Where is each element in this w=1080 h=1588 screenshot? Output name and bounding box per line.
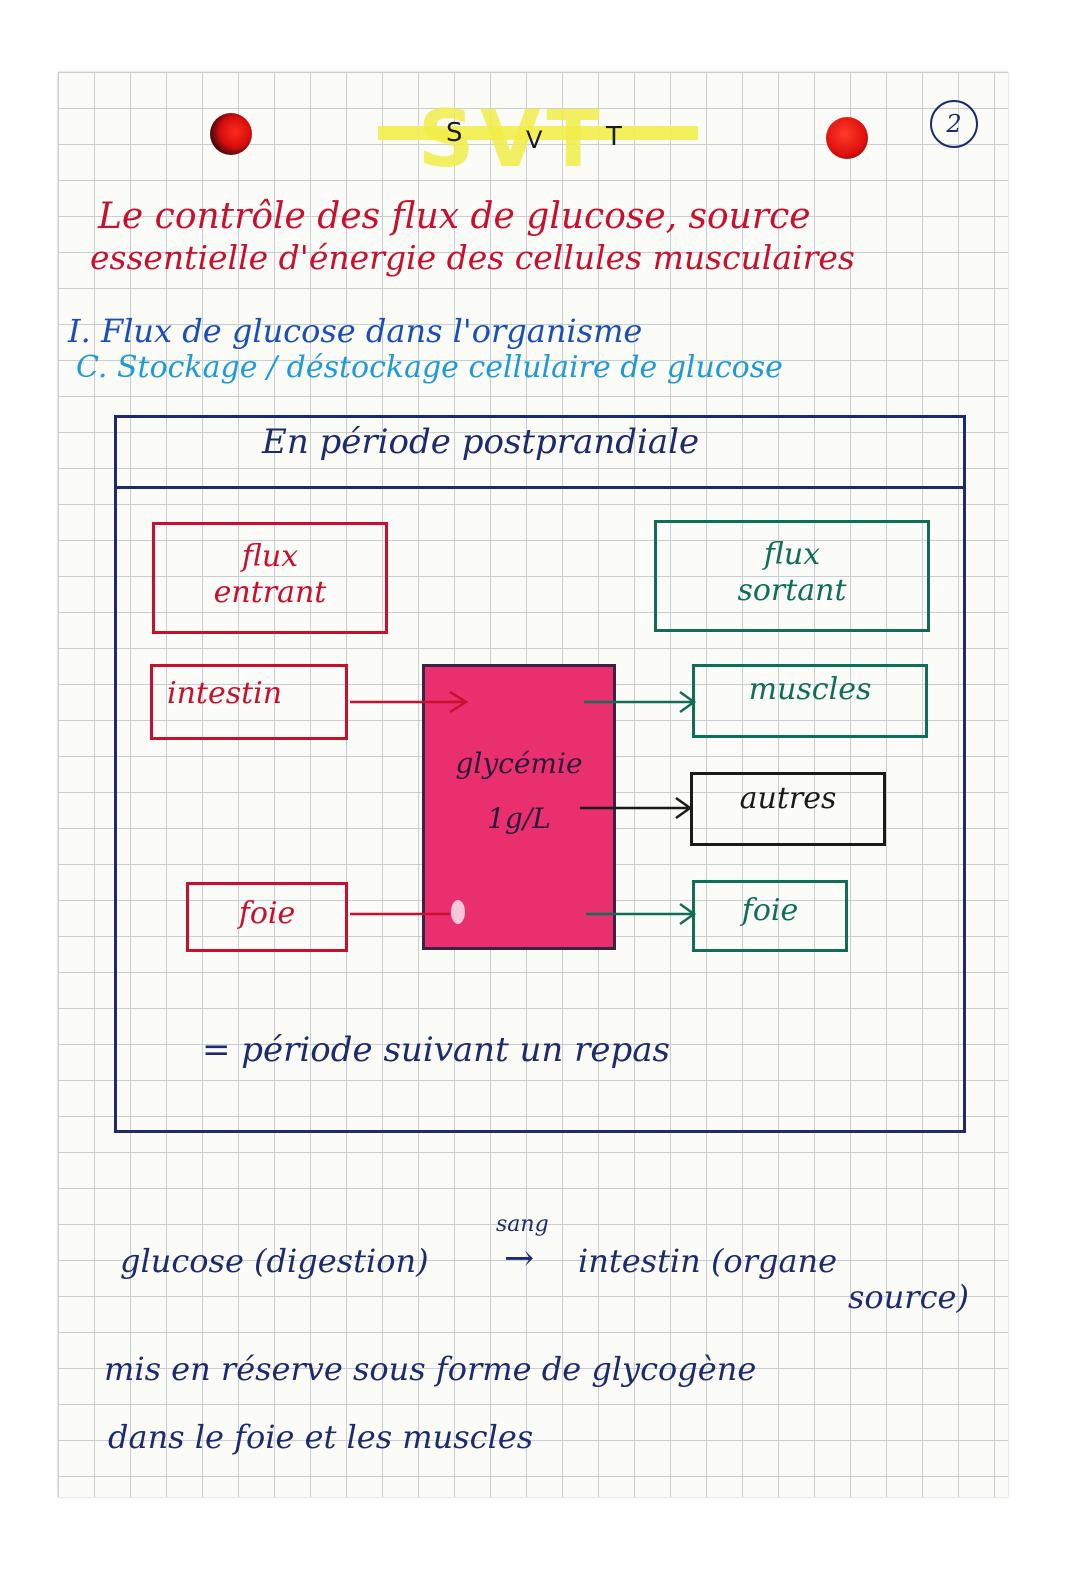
dest-autres: autres	[690, 772, 886, 846]
binder-hole-right	[826, 117, 868, 159]
binder-hole-left	[210, 113, 252, 155]
chapter-title-line1: Le contrôle des flux de glucose, source	[98, 196, 811, 237]
section-heading: I. Flux de glucose dans l'organisme	[68, 312, 643, 350]
dest-muscles: muscles	[692, 664, 928, 738]
source-intestin: intestin	[150, 664, 348, 740]
dest-autres-label: autres	[739, 781, 837, 816]
note-source: source)	[848, 1278, 969, 1316]
note-arrow: →	[504, 1238, 535, 1279]
dest-foie-label: foie	[741, 893, 799, 928]
source-intestin-label: intestin	[167, 676, 283, 711]
source-foie-label: foie	[238, 896, 296, 931]
chapter-title-line2: essentielle d'énergie des cellules muscu…	[90, 238, 855, 277]
glycemie-label: glycémie	[455, 747, 583, 780]
flux-entrant-header: flux entrant	[152, 522, 388, 634]
flux-sortant-label: flux sortant	[737, 537, 847, 608]
flux-sortant-header: flux sortant	[654, 520, 930, 632]
diagram-title-divider	[114, 486, 966, 489]
diagram-title: En période postprandiale	[262, 422, 700, 462]
flux-entrant-label: flux entrant	[213, 539, 327, 610]
subject-letter-s: S	[446, 118, 463, 148]
subject-letter-t: T	[606, 122, 622, 152]
glycemie-value: 1g/L	[487, 802, 551, 835]
note-reserve: mis en réserve sous forme de glycogène	[104, 1350, 757, 1388]
arrow-glycemie-to-foie	[586, 902, 697, 926]
svg-text:SVT: SVT	[418, 98, 606, 178]
arrow-intestin-to-glycemie	[350, 690, 469, 714]
diagram-frame	[114, 415, 966, 1133]
note-arrow-label: sang	[496, 1212, 549, 1237]
note-glucose-digestion: glucose (digestion)	[120, 1242, 429, 1280]
glycemie-spot	[451, 900, 465, 924]
note-foie-muscles: dans le foie et les muscles	[108, 1418, 534, 1456]
subsection-heading: C. Stockage / déstockage cellulaire de g…	[76, 350, 783, 385]
arrow-glycemie-to-autres	[580, 796, 693, 820]
page-number: 2	[930, 100, 978, 148]
dest-muscles-label: muscles	[748, 672, 872, 707]
arrow-glycemie-to-muscles	[584, 690, 697, 714]
subject-title: SVT S V T	[378, 95, 698, 185]
dest-foie: foie	[692, 880, 848, 952]
subject-letter-v: V	[526, 126, 543, 154]
source-foie: foie	[186, 882, 348, 952]
postprandial-definition: = période suivant un repas	[202, 1030, 670, 1070]
note-intestin-organe: intestin (organe	[578, 1242, 838, 1280]
